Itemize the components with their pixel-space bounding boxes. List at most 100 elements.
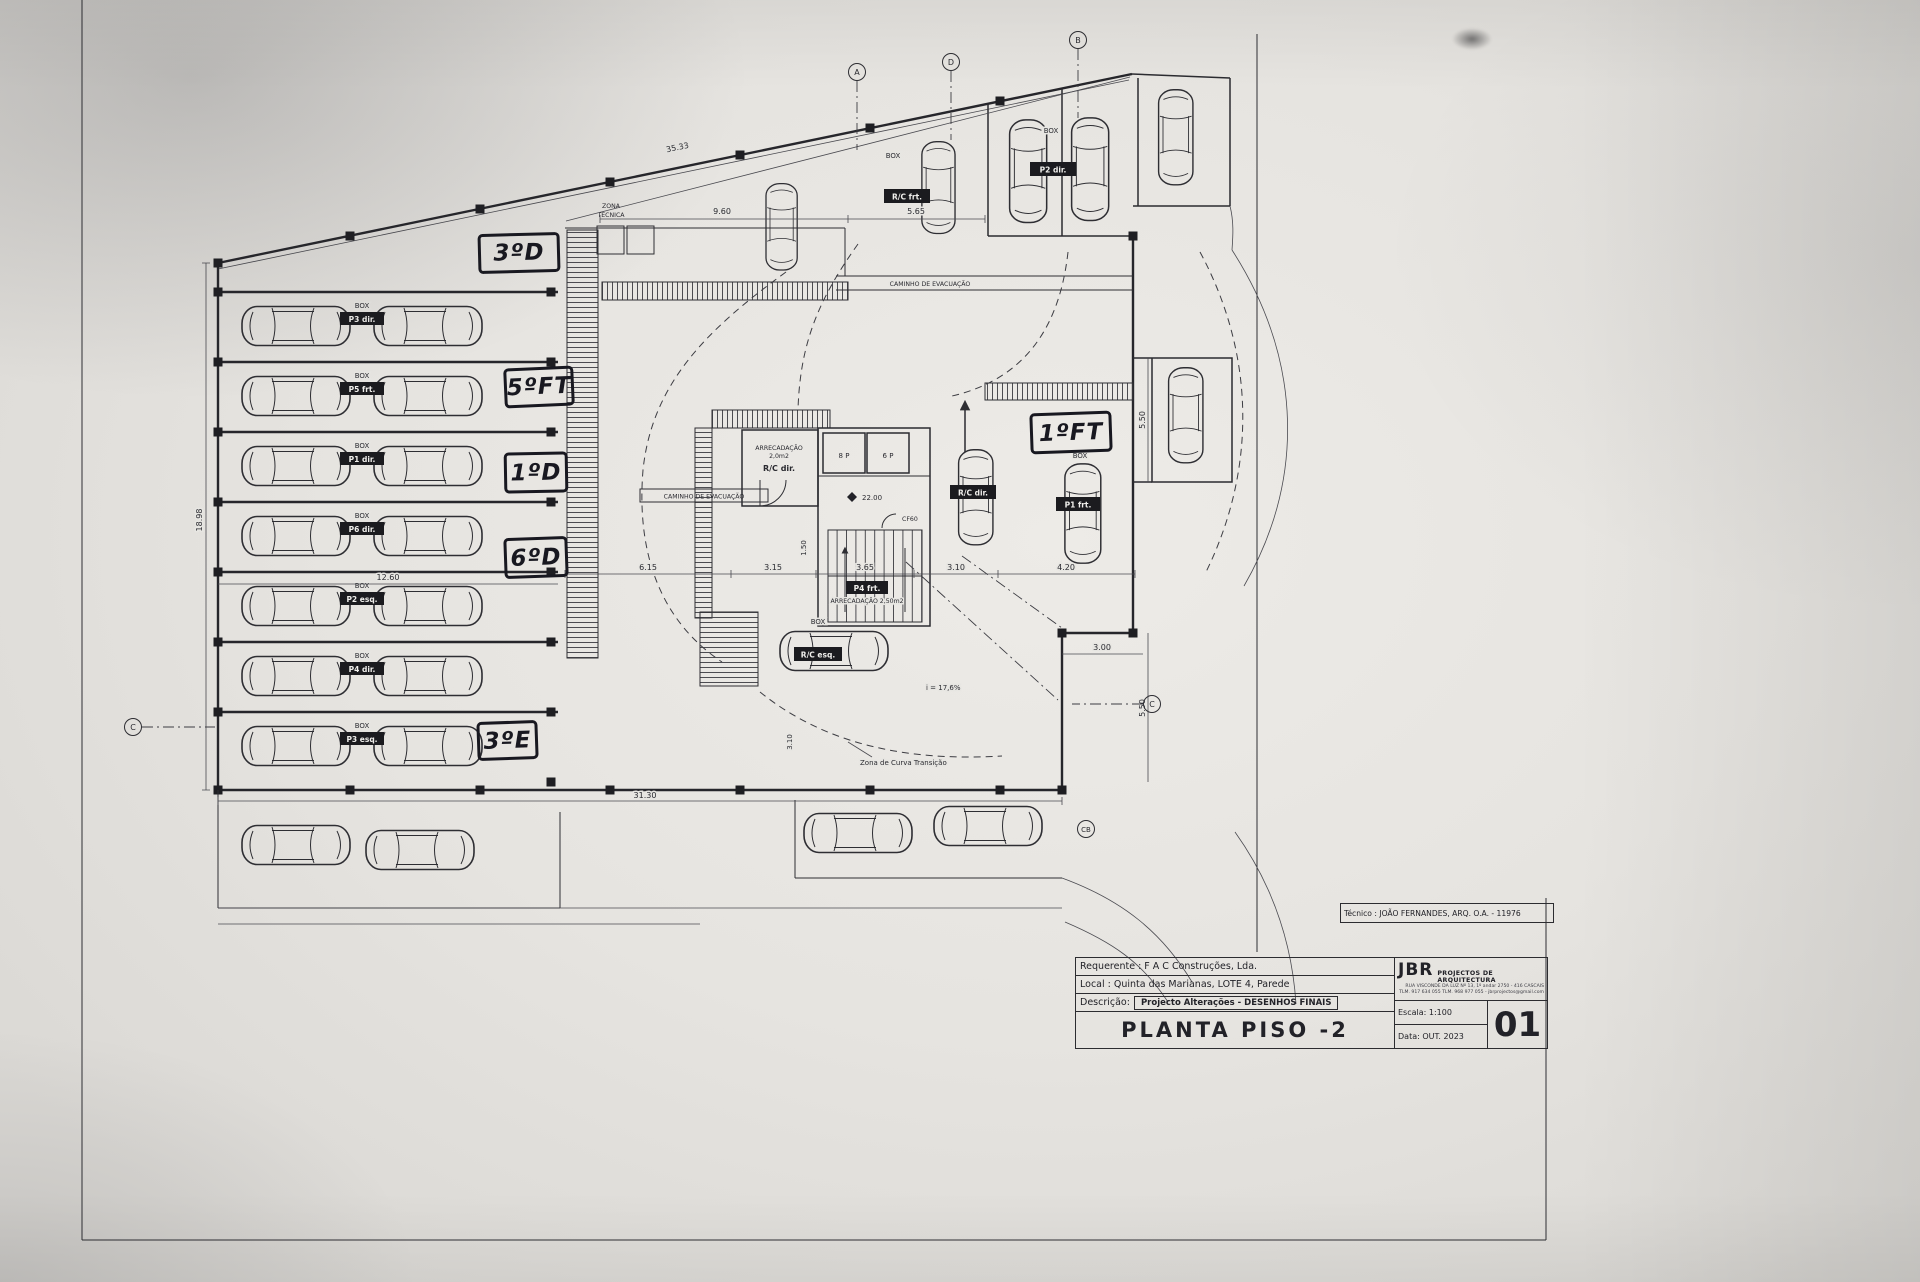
car bbox=[373, 305, 483, 347]
box-label: BOX bbox=[355, 582, 370, 590]
p1-frt-tag: P1 frt. bbox=[1065, 501, 1092, 510]
box-label: BOX bbox=[1044, 127, 1059, 135]
handwritten-text: 3ºE bbox=[483, 726, 532, 755]
technician-bar: Técnico : JOÃO FERNANDES, ARQ. O.A. - 11… bbox=[1340, 903, 1554, 923]
arrecadacao-area: 2,0m2 bbox=[769, 453, 789, 460]
dim: 5.50 bbox=[1138, 411, 1147, 429]
dim-top: 35.33 bbox=[665, 141, 689, 154]
zona-label: ZONA bbox=[602, 203, 621, 210]
axis-letter: B bbox=[1075, 36, 1081, 45]
car bbox=[241, 655, 351, 697]
rc-dir-tag: R/C dir. bbox=[958, 489, 988, 498]
core-labels: ZONA TÉCNICA ARRECADAÇÃO 2,0m2 R/C dir. … bbox=[596, 203, 971, 769]
handwritten-text: 1ºD bbox=[510, 459, 562, 486]
car bbox=[241, 375, 351, 417]
stall-code: P4 dir. bbox=[349, 665, 376, 674]
car bbox=[1157, 89, 1194, 186]
handwritten-note: 5ºFT bbox=[503, 365, 575, 409]
evacuation-band bbox=[639, 488, 769, 503]
rc-esq-tag: R/C esq. bbox=[801, 651, 836, 660]
dim: 4.20 bbox=[1057, 563, 1075, 572]
dim: 5.50 bbox=[1138, 699, 1147, 717]
box-label: BOX bbox=[355, 302, 370, 310]
car bbox=[241, 515, 351, 557]
axis-letter: C bbox=[130, 723, 136, 732]
axis-markers: A D B C C CB bbox=[124, 31, 1161, 838]
local-text: Local : Quinta das Marianas, LOTE 4, Par… bbox=[1080, 979, 1290, 990]
evacuation-route-label: CAMINHO DE EVACUAÇÃO bbox=[664, 492, 745, 501]
upper-garage-boxes bbox=[987, 73, 1234, 483]
title-block-left: Requerente : F A C Construções, Lda. Loc… bbox=[1076, 958, 1395, 1048]
dim: 3.00 bbox=[1093, 643, 1111, 652]
sheet-frame bbox=[81, 0, 1547, 1241]
box-label: BOX bbox=[1073, 452, 1088, 460]
tecnica-label: TÉCNICA bbox=[596, 210, 625, 219]
axis-letter: CB bbox=[1081, 826, 1091, 834]
stall-code: P1 dir. bbox=[349, 455, 376, 464]
stall-code: P3 esq. bbox=[346, 735, 377, 744]
title-block-right: JBR PROJECTOS DE ARQUITECTURA RUA VISCON… bbox=[1395, 958, 1547, 1048]
p2-dir-tag: P2 dir. bbox=[1040, 166, 1067, 175]
box-label: BOX bbox=[886, 152, 901, 160]
car bbox=[921, 141, 956, 235]
box-label: BOX bbox=[355, 652, 370, 660]
dim: 12.60 bbox=[377, 573, 400, 582]
stall-walls bbox=[218, 290, 558, 714]
car bbox=[803, 812, 913, 854]
stall-code: P5 frt. bbox=[349, 385, 376, 394]
elevator-b-label: 6 P bbox=[883, 452, 894, 460]
car bbox=[1070, 117, 1110, 222]
descricao-row: Descrição: Projecto Alterações - DESENHO… bbox=[1076, 994, 1394, 1012]
level-value: 22.00 bbox=[862, 494, 882, 502]
date-row: Data: OUT. 2023 bbox=[1395, 1025, 1487, 1048]
car bbox=[241, 585, 351, 627]
interior-walls bbox=[565, 225, 1133, 291]
handwritten-text: 1ºFT bbox=[1038, 418, 1104, 447]
cf60-label: CF60 bbox=[902, 516, 918, 523]
car bbox=[373, 585, 483, 627]
dim: 3.10 bbox=[786, 734, 794, 750]
parking-tags: BOX R/C frt. BOX P2 dir. R/C dir. BOX P1… bbox=[794, 126, 1100, 661]
car bbox=[373, 445, 483, 487]
handwritten-note: 3ºD bbox=[477, 231, 561, 275]
driveway-curves bbox=[641, 243, 1297, 1005]
rc-frt-tag: R/C frt. bbox=[892, 193, 922, 202]
firm-logo: JBR bbox=[1398, 960, 1434, 980]
car bbox=[933, 805, 1043, 847]
car bbox=[241, 305, 351, 347]
car bbox=[373, 515, 483, 557]
handwritten-note: 1ºD bbox=[503, 451, 569, 494]
firm-logo-block: JBR PROJECTOS DE ARQUITECTURA RUA VISCON… bbox=[1395, 958, 1547, 1001]
scale-row: Escala: 1:100 bbox=[1395, 1001, 1487, 1025]
car bbox=[765, 182, 798, 271]
stair-core bbox=[741, 427, 931, 627]
slope-label: i = 17,6% bbox=[926, 684, 961, 692]
firm-tagline: PROJECTOS DE ARQUITECTURA bbox=[1437, 970, 1496, 984]
car bbox=[373, 725, 483, 767]
elevator-a-label: 8 P bbox=[839, 452, 850, 460]
box-label: BOX bbox=[355, 372, 370, 380]
axis-letter: A bbox=[854, 68, 860, 77]
dim: 1.50 bbox=[800, 540, 808, 556]
dim: 9.60 bbox=[713, 207, 731, 216]
axis-letter: C bbox=[1149, 700, 1155, 709]
scale-date-block: Escala: 1:100 Data: OUT. 2023 bbox=[1395, 1001, 1488, 1048]
box-label: BOX bbox=[811, 618, 826, 626]
handwritten-note: 6ºD bbox=[503, 535, 569, 580]
photo-smudge bbox=[1452, 28, 1492, 50]
requerente-text: Requerente : F A C Construções, Lda. bbox=[1080, 961, 1258, 972]
dimensions: 35.33 9.60 5.65 18.98 31.30 12.60 6.15 3… bbox=[194, 76, 1149, 805]
dim-left: 18.98 bbox=[195, 509, 204, 532]
car bbox=[241, 725, 351, 767]
dim: 3.65 bbox=[856, 563, 874, 572]
outside-curbs bbox=[217, 790, 1062, 925]
car bbox=[241, 824, 351, 866]
descricao-label: Descrição: bbox=[1080, 997, 1130, 1008]
arrecadacao2-label: ARRECADAÇÃO 2,50m2 bbox=[830, 596, 903, 605]
wall-pilasters bbox=[213, 96, 1138, 795]
dim: 5.65 bbox=[907, 207, 925, 216]
local-row: Local : Quinta das Marianas, LOTE 4, Par… bbox=[1076, 976, 1394, 994]
level-marker bbox=[847, 492, 857, 502]
